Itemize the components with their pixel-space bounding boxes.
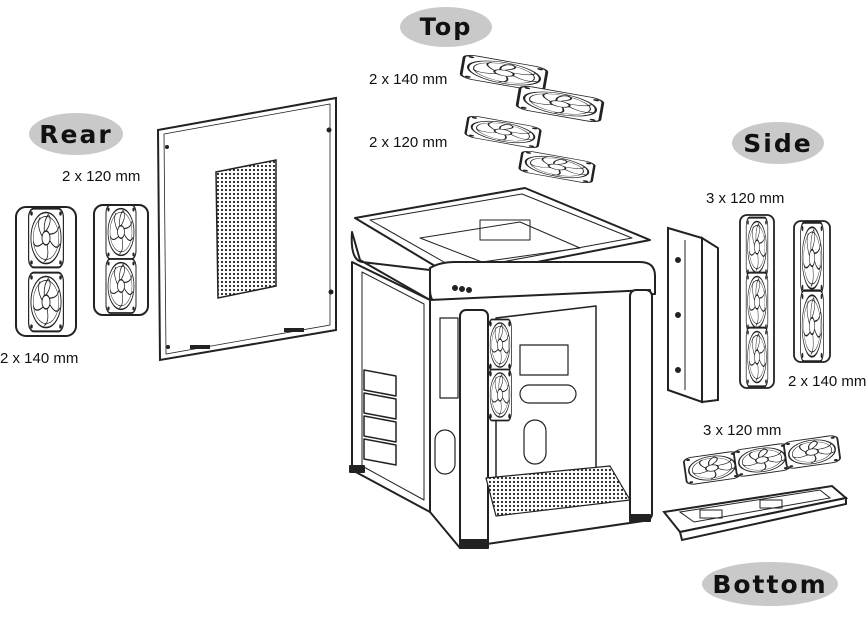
rear-fans-140 (15, 206, 77, 337)
section-label-side: Side (732, 122, 824, 164)
bottom-fans-120 (682, 433, 842, 487)
side-bracket (667, 226, 719, 404)
rear-panel (156, 96, 337, 362)
caption-rear-140: 2 x 140 mm (0, 350, 79, 367)
top-fans-140 (459, 52, 605, 125)
side-fans-120 (739, 214, 775, 389)
caption-rear-120: 2 x 120 mm (62, 168, 141, 185)
case-chassis (349, 187, 656, 549)
section-label-rear: Rear (29, 113, 123, 155)
section-label-bottom: Bottom (702, 562, 838, 606)
top-fans-120 (463, 113, 597, 186)
caption-side-140: 2 x 140 mm (788, 373, 866, 390)
caption-side-120: 3 x 120 mm (706, 190, 785, 207)
caption-top-120: 2 x 120 mm (369, 134, 448, 151)
caption-bottom-120: 3 x 120 mm (703, 422, 782, 439)
caption-top-140: 2 x 140 mm (369, 71, 448, 88)
section-label-top: Top (400, 7, 492, 47)
bottom-tray (662, 484, 849, 542)
side-fans-140 (793, 220, 831, 363)
rear-fans-120 (93, 204, 149, 316)
